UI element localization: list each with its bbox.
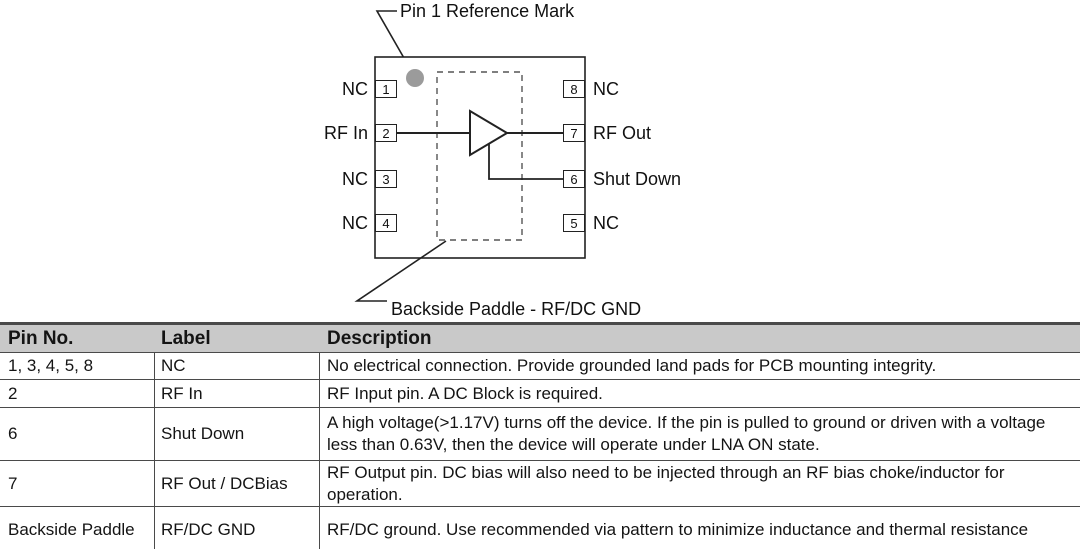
table-row: Backside Paddle RF/DC GND RF/DC ground. … [0, 506, 1080, 549]
pin-7: 7 RF Out [563, 123, 803, 143]
label-cell: RF In [155, 380, 320, 407]
header-pin-no: Pin No. [8, 327, 74, 349]
pin1-ref-leader-line [375, 10, 413, 73]
pin-3: NC 3 [240, 169, 397, 189]
pin-cell: 1, 3, 4, 5, 8 [0, 353, 155, 379]
backside-paddle-outline [436, 71, 523, 241]
pin-6-label: Shut Down [593, 168, 682, 189]
pin-2-number: 2 [375, 124, 397, 142]
table-row: 2 RF In RF Input pin. A DC Block is requ… [0, 379, 1080, 407]
pin1-reference-dot [406, 69, 424, 87]
pin-4: NC 4 [240, 213, 397, 233]
pin-7-number: 7 [563, 124, 585, 142]
pin-description-table: Pin No. Label Description 1, 3, 4, 5, 8 … [0, 322, 1080, 549]
pin-3-label: NC [342, 168, 368, 189]
table-row: 1, 3, 4, 5, 8 NC No electrical connectio… [0, 352, 1080, 379]
pin-2-label: RF In [323, 122, 368, 143]
label-cell: NC [155, 353, 320, 379]
package-outline [374, 56, 586, 259]
pin1-reference-mark-label: Pin 1 Reference Mark [400, 1, 575, 21]
header-label: Label [161, 327, 211, 349]
pin-1-number: 1 [375, 80, 397, 98]
pin-8-label: NC [593, 78, 619, 99]
pin-4-label: NC [342, 212, 368, 233]
pin-5-label: NC [593, 212, 619, 233]
description-cell: A high voltage(>1.17V) turns off the dev… [327, 413, 1046, 454]
pin-cell: Backside Paddle [0, 507, 155, 549]
pin-2: RF In 2 [240, 123, 397, 143]
pin-cell: 2 [0, 380, 155, 407]
label-cell: Shut Down [155, 408, 320, 460]
pin-4-number: 4 [375, 214, 397, 232]
header-description: Description [327, 327, 432, 349]
table-row: 6 Shut Down A high voltage(>1.17V) turns… [0, 407, 1080, 460]
description-cell: RF/DC ground. Use recommended via patter… [327, 519, 1029, 539]
label-cell: RF/DC GND [155, 507, 320, 549]
pin-7-label: RF Out [593, 122, 652, 143]
pin-5: 5 NC [563, 213, 803, 233]
pin-6-number: 6 [563, 170, 585, 188]
pin-3-number: 3 [375, 170, 397, 188]
pin-1-label: NC [342, 78, 368, 99]
table-row: 7 RF Out / DCBias RF Output pin. DC bias… [0, 460, 1080, 506]
description-cell: No electrical connection. Provide ground… [327, 356, 937, 375]
pin-8: 8 NC [563, 79, 803, 99]
pin-8-number: 8 [563, 80, 585, 98]
pin-cell: 7 [0, 461, 155, 506]
pin-1: NC 1 [240, 79, 397, 99]
description-cell: RF Output pin. DC bias will also need to… [327, 462, 1005, 504]
label-cell: RF Out / DCBias [155, 461, 320, 506]
pin-cell: 6 [0, 408, 155, 460]
table-header-row: Pin No. Label Description [0, 325, 1080, 352]
pin-6: 6 Shut Down [563, 169, 803, 189]
pin-5-number: 5 [563, 214, 585, 232]
backside-paddle-label: Backside Paddle - RF/DC GND [391, 299, 642, 319]
description-cell: RF Input pin. A DC Block is required. [327, 383, 603, 403]
package-diagram [354, 10, 586, 302]
backside-paddle-leader-line [354, 240, 447, 302]
shutdown-trace [488, 144, 563, 180]
